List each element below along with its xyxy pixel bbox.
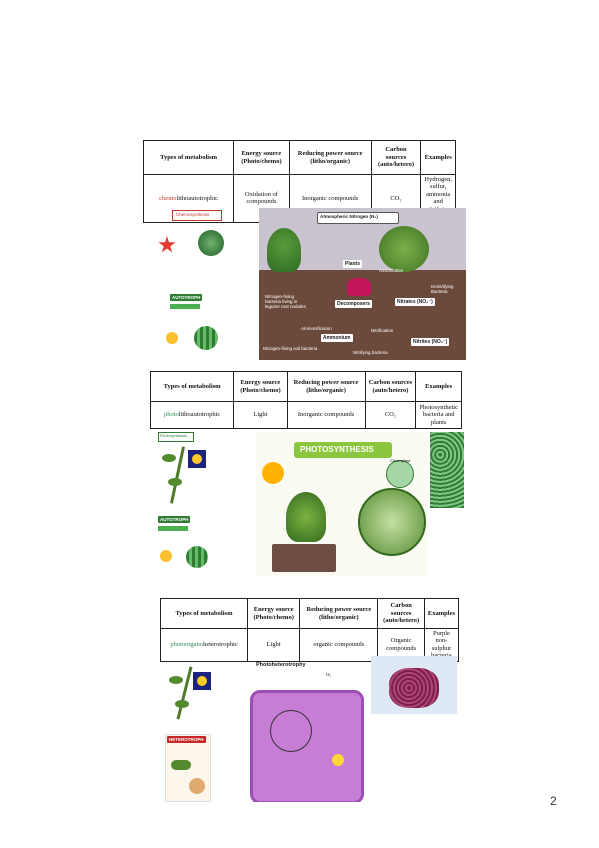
h2-label: H₂ [326,672,331,677]
cell-energy: Light [233,401,288,429]
nitrogen-fixing-nodules-label: Nitrogen-fixing bacteria living in legum… [265,294,306,309]
page-number: 2 [550,794,557,808]
nitrogen-cycle-diagram: Atmospheric Nitrogen (N₂) Plants Assimil… [259,208,466,360]
chloroplast-zoom-circle [386,460,414,488]
cell-type: photolithoautotrophic [149,401,235,429]
leaf-two [175,700,189,708]
ammonification-label: Ammonification [301,326,332,331]
header-energy: Energy source (Photo/chemo) [233,371,288,402]
metabolism-circle [270,710,312,752]
type-rest: heterotrophic [203,641,238,649]
caterpillar-icon [171,760,191,770]
autotroph-tag: AUTOTROPH [170,294,203,301]
nitrification-label: Nitrification [371,328,394,333]
type-rest: lithoautotrophic [178,411,221,419]
metabolism-table-photolithoautotrophic: Types of metabolism Energy source (Photo… [149,371,462,429]
tree-right [379,226,429,272]
plants-label: Plants [343,260,363,268]
chemosynthesis-card [172,210,222,221]
photosynthesis-illustration: Photosynthesis AUTOTROPH [154,432,244,580]
cell-reducing: organic compounds [299,628,379,662]
header-type: Types of metabolism [149,371,235,402]
plant-foliage [286,492,326,542]
cell-examples: Photosynthetic bacteria and plants [415,401,462,429]
decomposers-icon [347,278,371,296]
chloroplast-cell [358,488,426,556]
watermelon-icon [194,326,218,350]
leaf-two [168,478,182,486]
atmospheric-nitrogen-label: Atmospheric Nitrogen (N₂) [320,214,378,219]
cell-type: photoorganoheterotrophic [159,628,249,662]
photosynthesis-title: Photosynthesis [160,433,188,438]
heterotroph-tag: HETEROTROPH [167,736,206,743]
sun-icon [160,550,172,562]
type-prefix: photoorgano [170,641,204,649]
autotroph-tag: AUTOTROPH [158,516,191,523]
sun-inner-icon [197,676,207,686]
ammonium-label: Ammonium [321,334,353,342]
cell-energy: Light [247,628,301,662]
header-energy: Energy source (Photo/chemo) [247,598,301,629]
food-icon [189,778,205,794]
header-carbon: Carbon sources (auto/hetero) [364,371,417,402]
photoheterotrophy-cell-diagram: Photoheterotrophy H₂ [246,662,364,802]
photosynthesis-card [158,432,194,442]
type-rest: lithoautotrophic [176,194,219,202]
denitrifying-label: Denitrifying Bacteria [431,284,454,294]
sun-icon [262,462,284,484]
legume-plant [267,228,301,272]
header-carbon: Carbon sources (auto/hetero) [377,598,425,629]
photosynthesis-diagram: PHOTOSYNTHESIS Chloroplast [256,432,428,576]
chemosynthesis-title: Chemosynthesis [176,212,210,217]
photosynthesis-banner [294,442,392,458]
nitrifying-bacteria-label: Nitrifying bacteria [353,350,388,355]
metabolism-table-photoorganoheterotrophic: Types of metabolism Energy source (Photo… [159,598,460,662]
atmospheric-nitrogen-box [317,212,399,224]
cell-body [250,690,364,802]
vent-circle [198,230,224,256]
sun-icon [166,332,178,344]
header-reducing: Reducing power source (litho/organic) [288,140,372,175]
plant-stem [176,666,193,720]
photoheterotrophy-title: Photoheterotrophy [256,662,306,668]
chloroplast-label: Chloroplast [390,458,411,463]
purple-bacteria-photo [371,656,457,714]
bacteria-cluster [389,668,439,708]
header-reducing: Reducing power source (litho/organic) [286,371,366,402]
header-examples: Examples [423,598,460,629]
decomposers-label: Decomposers [335,300,373,308]
header-energy: Energy source (Photo/chemo) [233,140,290,175]
green-tissue-photo [430,432,464,508]
header-type: Types of metabolism [142,140,235,175]
chemosynthesis-illustration: Chemosynthesis AUTOTROPH [152,208,252,360]
header-examples: Examples [420,140,456,175]
energy-burst-icon [158,236,176,253]
watermelon-icon [186,546,208,568]
header-carbon: Carbon sources (auto/hetero) [370,140,422,175]
cell-reducing: Inorganic compounds [286,401,366,429]
type-prefix: photo [163,411,179,419]
autotroph-bar [158,526,188,531]
header-reducing: Reducing power source (litho/organic) [299,598,379,629]
autotroph-bar [170,304,200,309]
pot-soil [272,544,336,572]
type-prefix: chemo [159,194,177,202]
leaf-one [162,454,176,462]
nitrogen-fixing-soil-label: Nitrogen-fixing soil bacteria [263,346,318,351]
leaf-one [169,676,183,684]
heterotroph-illustration: HETEROTROPH [163,660,241,802]
header-examples: Examples [415,371,462,402]
light-sun-icon [332,754,344,766]
nitrites-label: Nitrites (NO₂⁻) [411,338,450,346]
cell-carbon: CO₂ [364,401,417,429]
photosynthesis-banner-text: PHOTOSYNTHESIS [300,445,374,454]
header-type: Types of metabolism [159,598,249,629]
sun-inner-icon [192,454,202,464]
assimilation-label: Assimilation [379,268,404,273]
nitrates-label: Nitrates (NO₃⁻) [395,298,435,306]
